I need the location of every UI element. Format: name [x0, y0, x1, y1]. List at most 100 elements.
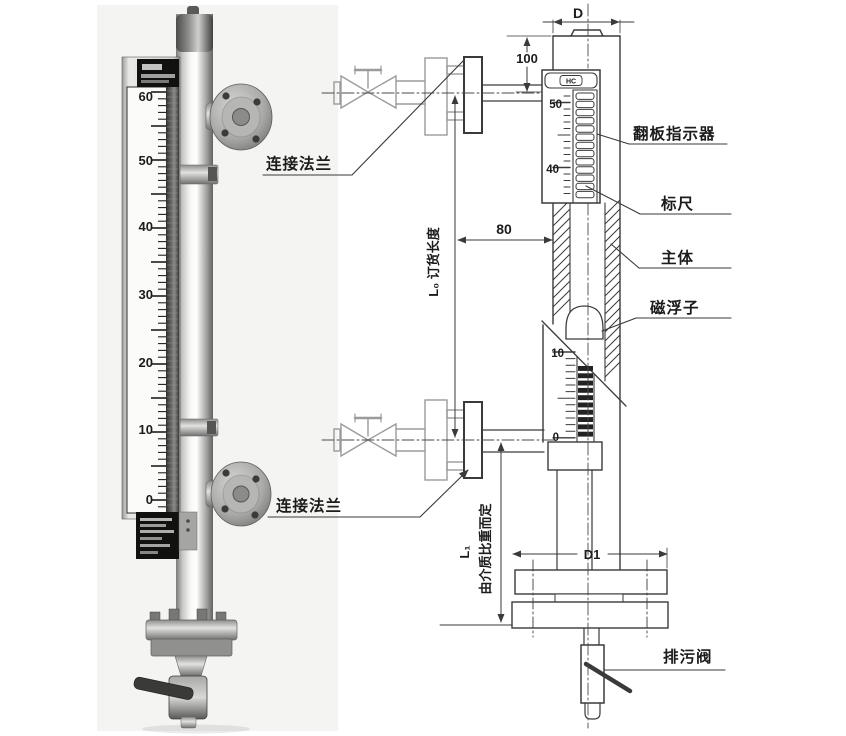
- technical-drawing: 10 0: [262, 3, 732, 729]
- lower-tube: [556, 469, 593, 571]
- bolt-hole: [252, 135, 260, 143]
- counter-flange: [424, 57, 448, 136]
- flange-bolt: [446, 461, 465, 471]
- hatch-line: [604, 271, 621, 288]
- bottom-plate-connector: [554, 593, 624, 603]
- bolt-hole: [221, 505, 229, 513]
- bolt-hole: [222, 469, 230, 477]
- dark-flapper: [578, 402, 593, 408]
- upper-scale-50: 50: [549, 99, 562, 111]
- bolt-hole: [253, 98, 261, 106]
- photo-scale-ticks: [151, 91, 166, 508]
- hatch-line: [604, 262, 621, 279]
- flapper: [575, 117, 595, 125]
- photo-scale-numbers: 60 50 40 30 20 10 0: [139, 89, 153, 507]
- label-text-drain-valve: 排污阀: [663, 647, 713, 666]
- flapper: [575, 158, 595, 166]
- photo-flapper-segments: [167, 90, 178, 506]
- photo-tube-cap: [176, 14, 213, 52]
- photo-upper-flange: [205, 83, 273, 151]
- label-ruler: 标尺: [585, 185, 732, 215]
- photo-bottom-flange-top: [145, 619, 238, 641]
- part-labels: 连接法兰 连接法兰 翻板指示器 标尺 主体: [262, 59, 732, 671]
- dark-flapper: [578, 373, 593, 379]
- photo-lower-nameplate: [136, 511, 198, 559]
- hatch-line: [604, 334, 621, 351]
- dark-flapper: [578, 395, 593, 401]
- dark-flapper: [578, 417, 593, 422]
- lower-indicator: 10 0: [542, 324, 595, 444]
- dark-flapper: [578, 366, 593, 371]
- photo-reducer: [174, 655, 208, 677]
- hatch-line: [604, 280, 621, 297]
- hatch-line: [604, 235, 621, 252]
- flapper: [575, 108, 595, 117]
- offset100-label: 100: [516, 51, 538, 66]
- offset80-label: 80: [496, 221, 512, 237]
- flange-bolt: [446, 65, 465, 75]
- brand-badge-text: HC: [566, 79, 576, 86]
- upper-flappers: [575, 92, 595, 199]
- flapper: [575, 166, 595, 174]
- lower-scale-ticks: [552, 351, 576, 439]
- hatch-line: [604, 208, 621, 225]
- hatch-line: [604, 343, 621, 360]
- hatch-line: [552, 280, 571, 299]
- nameplate-mark: [141, 74, 175, 78]
- label-text-bottom-flange: 连接法兰: [276, 496, 342, 515]
- hatch-line: [604, 289, 621, 306]
- dimensions: D 100 80 L₀ 订货长度 L₁ 由介质比重而定 D1: [426, 5, 668, 623]
- product-photo: 60 50 40 30 20 10 0: [97, 5, 338, 734]
- label-magnetic-float: 磁浮子: [601, 298, 732, 332]
- photo-scale-20: 20: [139, 355, 153, 370]
- flapper: [575, 174, 595, 182]
- flapper: [575, 100, 595, 109]
- hatch-line: [552, 226, 571, 245]
- bolt-hole: [251, 511, 259, 519]
- hatch-line: [604, 361, 621, 378]
- photo-scale-40: 40: [139, 219, 153, 234]
- label-flap-indicator: 翻板指示器: [596, 124, 728, 145]
- dark-flapper: [578, 431, 593, 437]
- hatch-line: [552, 262, 571, 281]
- photo-scale-10: 10: [139, 422, 153, 437]
- label-text-top-flange: 连接法兰: [266, 154, 332, 173]
- photo-scale-60: 60: [139, 89, 153, 104]
- photo-shadow: [142, 724, 250, 734]
- drain-outlet: [584, 702, 601, 720]
- dark-flapper: [578, 424, 593, 430]
- hatch-line: [604, 217, 621, 234]
- hatch-line: [604, 325, 621, 342]
- bottom-plate-upper: [514, 569, 668, 595]
- dark-flapper: [578, 409, 593, 415]
- d-dimension-label: D: [573, 5, 583, 21]
- photo-scale-30: 30: [139, 287, 153, 302]
- l1-symbol-label: L₁: [457, 545, 472, 558]
- l1-note-label: 由介质比重而定: [478, 503, 493, 594]
- photo-clamp-bolt-upper: [208, 167, 217, 181]
- photo-clamp-bolt-lower: [207, 421, 216, 434]
- label-text-magnetic-float: 磁浮子: [650, 298, 700, 317]
- lower-chamber-block: [547, 441, 603, 471]
- brand-badge: [559, 75, 583, 86]
- flapper: [575, 149, 595, 158]
- hatch-line: [552, 244, 571, 263]
- hatch-line: [604, 244, 621, 261]
- label-text-main-body: 主体: [661, 248, 694, 267]
- photo-lower-flange: [205, 461, 272, 527]
- d1-label: D1: [584, 547, 601, 562]
- dark-flapper: [578, 380, 593, 386]
- bolt-stud: [196, 608, 208, 621]
- flapper: [575, 190, 595, 199]
- nameplate-mark: [142, 64, 162, 70]
- nameplate-line: [140, 544, 170, 547]
- photo-top-nameplate: [137, 59, 179, 87]
- photo-scale-0: 0: [146, 492, 153, 507]
- photo-drain-valve-handle: [133, 676, 194, 700]
- leader-line: [419, 469, 469, 518]
- flapper: [575, 125, 595, 133]
- dark-flapper: [578, 387, 593, 393]
- upper-indicator: HC 50 40: [541, 69, 601, 204]
